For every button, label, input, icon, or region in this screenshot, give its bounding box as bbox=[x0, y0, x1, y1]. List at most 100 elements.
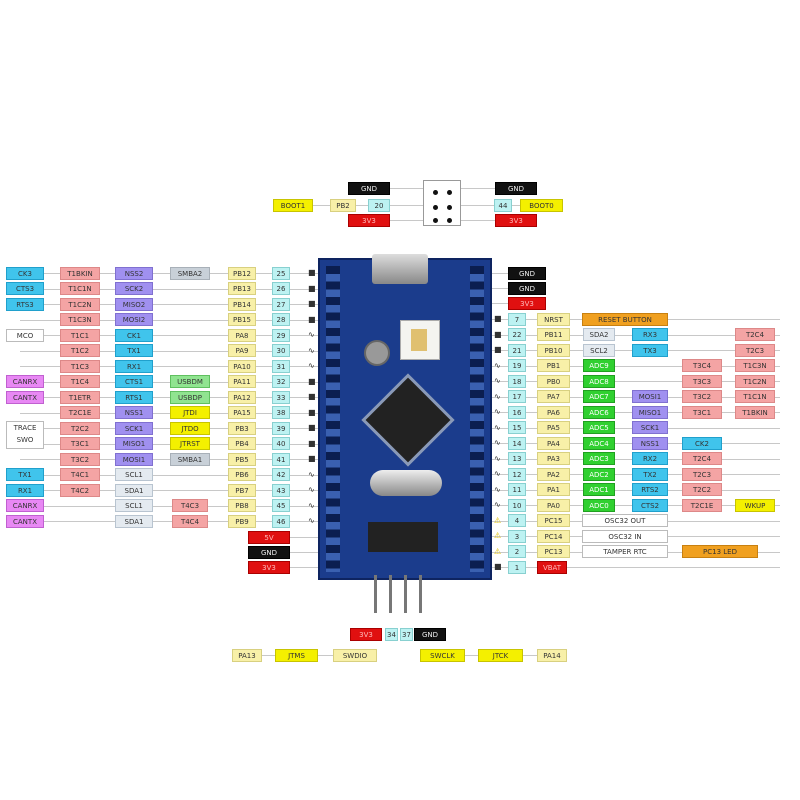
function-adc4: ADC4 bbox=[583, 436, 615, 450]
function-adc9: ADC9 bbox=[583, 359, 615, 372]
function-t2c4: T2C4 bbox=[682, 452, 722, 465]
crystal bbox=[370, 470, 442, 496]
function-wkup: WKUP bbox=[735, 498, 775, 512]
swd-gnd: GND bbox=[414, 627, 446, 641]
vbat-pin: VBAT bbox=[537, 560, 567, 574]
function-adc3: ADC3 bbox=[583, 452, 615, 465]
wave-icon: ∿ bbox=[494, 376, 501, 385]
pin-name-pb6: PB6 bbox=[228, 468, 256, 481]
wave-icon: ∿ bbox=[494, 391, 501, 401]
connector-line bbox=[290, 537, 318, 538]
pin-number-4: 4 bbox=[508, 514, 526, 527]
function-scl1: SCL1 bbox=[115, 468, 153, 481]
function-mosi1: MOSI1 bbox=[632, 390, 668, 403]
pin-number-2: 2 bbox=[508, 545, 526, 558]
pin-name-pa2: PA2 bbox=[537, 467, 570, 481]
function-rx1: RX1 bbox=[115, 359, 153, 373]
function-ck1: CK1 bbox=[115, 328, 153, 342]
pin-number-43: 43 bbox=[272, 483, 290, 497]
function-mosi2: MOSI2 bbox=[115, 313, 153, 326]
pin-number-11: 11 bbox=[508, 483, 526, 496]
pin-name-pa8: PA8 bbox=[228, 328, 256, 342]
pin-number-31: 31 bbox=[272, 359, 290, 373]
blue-pill-board bbox=[318, 254, 492, 580]
pin-number-28: 28 bbox=[272, 313, 290, 326]
square-icon: ■ bbox=[494, 562, 502, 571]
wave-icon: ∿ bbox=[494, 469, 501, 478]
function-t4c4: T4C4 bbox=[172, 514, 208, 528]
pin-number-30: 30 bbox=[272, 344, 290, 357]
function-ck2: CK2 bbox=[682, 436, 722, 450]
wave-icon: ∿ bbox=[494, 484, 501, 494]
pin-name-pb10: PB10 bbox=[537, 343, 570, 357]
square-icon: ■ bbox=[308, 376, 316, 386]
boot-header bbox=[423, 180, 461, 226]
pin-name-pb5: PB5 bbox=[228, 452, 256, 466]
power-pin-3v3: 3V3 bbox=[248, 560, 290, 574]
timer-t1bkin: T1BKIN bbox=[60, 266, 100, 280]
function-sda2: SDA2 bbox=[583, 328, 615, 341]
function-tamper-rtc: TAMPER RTC bbox=[582, 545, 668, 558]
boot1-label: BOOT1 bbox=[273, 198, 313, 212]
pin-name-pb11: PB11 bbox=[537, 328, 570, 341]
connector-line bbox=[20, 459, 318, 460]
function-rts3: RTS3 bbox=[6, 297, 44, 311]
pin-name-pb2: PB2 bbox=[330, 198, 356, 212]
swd-pin bbox=[389, 575, 392, 613]
square-icon: ■ bbox=[494, 345, 502, 354]
timer-t3c2: T3C2 bbox=[60, 452, 100, 466]
function-t3c3: T3C3 bbox=[682, 374, 722, 388]
function-cts1: CTS1 bbox=[115, 375, 153, 388]
wave-icon: ∿ bbox=[308, 345, 315, 355]
swclk-label: SWCLK bbox=[420, 648, 465, 662]
connector-line bbox=[20, 335, 318, 336]
swd-3v3: 3V3 bbox=[350, 627, 382, 641]
function-rts1: RTS1 bbox=[115, 390, 153, 404]
function-adc2: ADC2 bbox=[583, 467, 615, 481]
square-icon: ■ bbox=[308, 392, 316, 401]
header-pin bbox=[447, 190, 452, 195]
swd-pin bbox=[374, 575, 377, 613]
function-nss1: NSS1 bbox=[115, 406, 153, 419]
connector-line bbox=[20, 288, 318, 290]
left-pin-header bbox=[326, 266, 340, 572]
square-icon: ■ bbox=[308, 268, 316, 277]
pin-name-pb7: PB7 bbox=[228, 483, 256, 497]
boot-jumper bbox=[400, 320, 440, 360]
pin-name-pa5: PA5 bbox=[537, 421, 570, 434]
timer-t2c1e: T2C1E bbox=[60, 406, 100, 419]
function-cts2: CTS2 bbox=[632, 498, 668, 512]
function-cantx: CANTX bbox=[6, 514, 44, 528]
header-pin bbox=[433, 218, 438, 223]
connector-line bbox=[492, 288, 508, 289]
pin-number-42: 42 bbox=[272, 468, 290, 481]
connector-line bbox=[20, 350, 318, 352]
function-scl2: SCL2 bbox=[583, 343, 615, 357]
pin-number-12: 12 bbox=[508, 467, 526, 481]
function-t3c4: T3C4 bbox=[682, 359, 722, 372]
square-icon: ■ bbox=[308, 423, 316, 432]
trace-swo-label: TRACE SWO bbox=[6, 421, 44, 449]
pin-number-25: 25 bbox=[272, 266, 290, 280]
pin-name-pb14: PB14 bbox=[228, 297, 256, 311]
connector-line bbox=[20, 490, 318, 491]
function-t3c1: T3C1 bbox=[682, 405, 722, 419]
function-sck1: SCK1 bbox=[632, 421, 668, 434]
timer-t1c1: T1C1 bbox=[60, 328, 100, 342]
pin-name-pa10: PA10 bbox=[228, 359, 256, 373]
connector-line bbox=[460, 188, 495, 189]
function-osc32-in: OSC32 IN bbox=[582, 529, 668, 543]
function-rx2: RX2 bbox=[632, 452, 668, 465]
function-mco: MCO bbox=[6, 328, 44, 342]
connector-line bbox=[20, 428, 318, 429]
usb-connector bbox=[372, 254, 428, 284]
wave-icon: ∿ bbox=[494, 500, 501, 509]
pin-number-44: 44 bbox=[494, 198, 512, 212]
square-icon: ■ bbox=[308, 314, 316, 324]
pin-number-34: 34 bbox=[385, 627, 398, 641]
swd-pin bbox=[419, 575, 422, 613]
wave-icon: ∿ bbox=[308, 516, 315, 525]
square-icon: ■ bbox=[308, 283, 316, 293]
pin-number-41: 41 bbox=[272, 452, 290, 466]
function-adc0: ADC0 bbox=[583, 498, 615, 512]
